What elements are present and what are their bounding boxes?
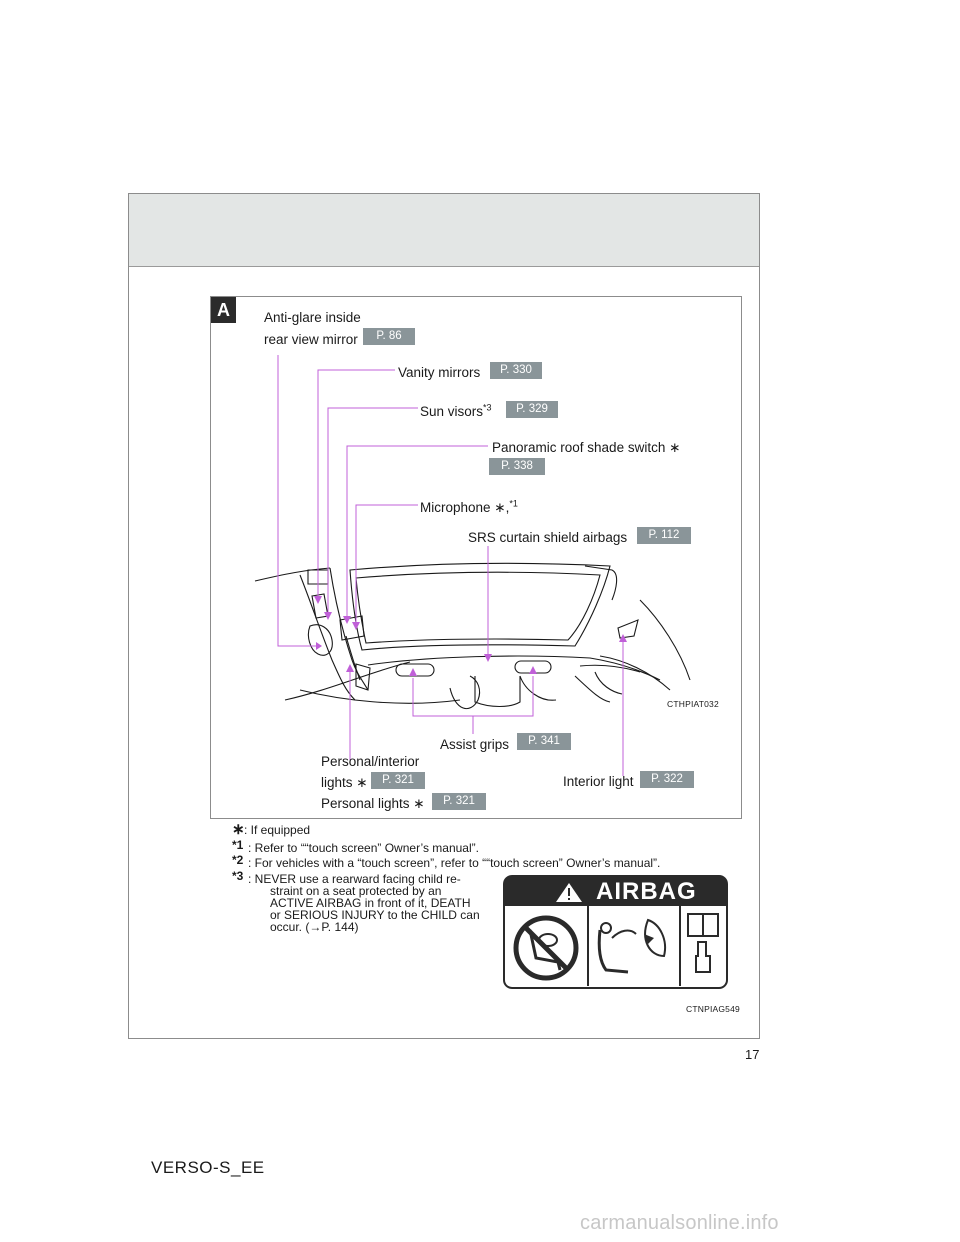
- sun-visors-footnote-mark: *3: [483, 402, 492, 413]
- personal-interior-lights-label-line2: lights ∗: [321, 775, 368, 790]
- sun-visors-page-ref[interactable]: P. 329: [506, 401, 558, 418]
- microphone-footnote-mark: *1: [509, 498, 518, 509]
- page-frame: [128, 193, 760, 1039]
- interior-light-label: Interior light: [563, 774, 634, 789]
- note-3-line3: ACTIVE AIRBAG in front of it, DEATH: [270, 896, 471, 910]
- note-3-line4: or SERIOUS INJURY to the CHILD can: [270, 908, 480, 922]
- personal-interior-lights-label: Personal/interior: [321, 754, 420, 769]
- note-2: : For vehicles with a “touch screen”, re…: [248, 856, 661, 870]
- srs-airbags-label: SRS curtain shield airbags: [468, 530, 628, 545]
- sun-visors-text: Sun visors: [420, 404, 484, 419]
- personal-lights-label: Personal lights ∗: [321, 796, 425, 811]
- leader-lines: [277, 355, 624, 776]
- personal-lights-page-ref[interactable]: P. 321: [432, 793, 486, 810]
- note-mark-3: *3: [232, 869, 244, 883]
- microphone-label: Microphone ∗,*1: [420, 499, 518, 516]
- note-1: : Refer to ““touch screen” Owner’s manua…: [248, 841, 479, 855]
- header-band: [129, 194, 759, 267]
- personal-interior-page-ref[interactable]: P. 321: [371, 772, 425, 789]
- vanity-mirrors-label: Vanity mirrors: [398, 365, 481, 380]
- section-label: A: [211, 297, 236, 323]
- airbag-warning-label: [503, 875, 728, 989]
- note-if-equipped: : If equipped: [244, 823, 311, 837]
- assist-grips-label: Assist grips: [440, 737, 510, 752]
- srs-page-ref[interactable]: P. 112: [637, 527, 691, 544]
- page-number: 17: [745, 1047, 760, 1062]
- interior-light-page-ref[interactable]: P. 322: [640, 771, 694, 788]
- airbag-label-code: CTNPIAG549: [686, 1004, 740, 1014]
- airbag-title: AIRBAG: [596, 878, 697, 905]
- watermark: carmanualsonline.info: [580, 1212, 779, 1234]
- interior-illustration-box: [210, 296, 742, 819]
- note-3-line2: straint on a seat protected by an: [270, 884, 442, 898]
- anti-glare-mirror-label-line2: rear view mirror: [264, 332, 358, 347]
- leader-arrowheads: [314, 596, 627, 676]
- assist-grips-page-ref[interactable]: P. 341: [517, 733, 571, 750]
- note-3-line5: occur. (→P. 144): [270, 920, 359, 934]
- illustration-code: CTHPIAT032: [667, 699, 719, 709]
- note-3-line1: : NEVER use a rearward facing child re-: [248, 872, 461, 886]
- panoramic-roof-shade-label: Panoramic roof shade switch ∗: [492, 440, 681, 455]
- anti-glare-page-ref[interactable]: P. 86: [363, 328, 415, 345]
- anti-glare-mirror-label: Anti-glare inside: [264, 310, 361, 325]
- microphone-text: Microphone ∗,: [420, 500, 510, 515]
- note-mark-2: *2: [232, 853, 244, 867]
- note-mark-star: ∗: [232, 821, 245, 838]
- note-mark-1: *1: [232, 838, 244, 852]
- vanity-mirrors-page-ref[interactable]: P. 330: [490, 362, 542, 379]
- sun-visors-label: Sun visors*3: [420, 403, 492, 420]
- footer-model-code: VERSO-S_EE: [151, 1158, 265, 1177]
- panoramic-page-ref[interactable]: P. 338: [489, 458, 545, 475]
- car-roof-drawing: [254, 562, 691, 710]
